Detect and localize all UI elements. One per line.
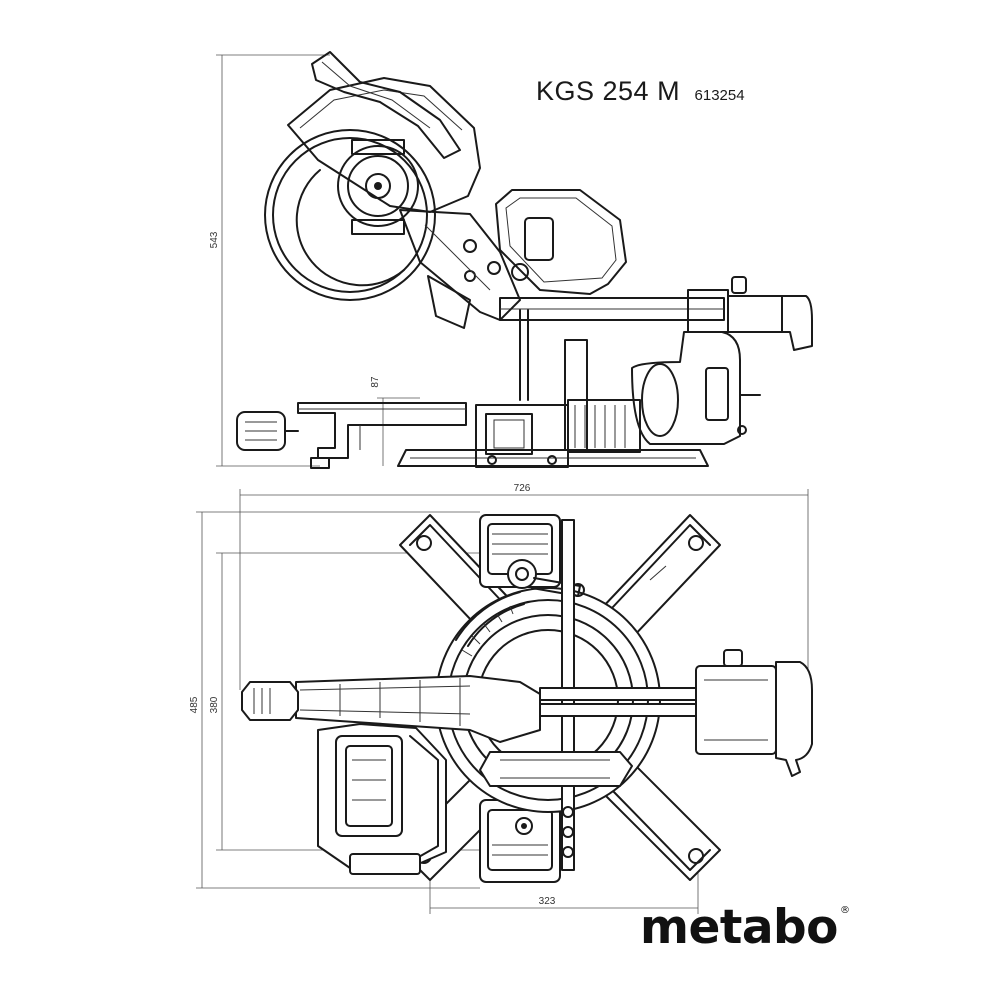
dim-table-height-label: 87 [370,376,381,388]
dim-base-width-label: 323 [539,896,556,907]
top-view [241,514,813,883]
title-block: KGS 254 M 613254 [536,76,745,107]
front-scale [574,405,626,448]
dim-depth-inner-label: 380 [209,696,220,713]
dim-height-label: 543 [209,231,220,248]
dimension-labels: 543 87 726 485 380 323 [189,231,556,907]
registered-mark: ® [839,905,850,916]
logo-text: metabo [640,900,838,955]
dim-depth-label: 485 [189,696,200,713]
metabo-logo: metabo® [640,900,850,955]
miter-scale [455,591,525,657]
side-view [236,51,813,469]
article-number: 613254 [694,87,745,104]
dim-width-label: 726 [514,483,531,494]
model-name: KGS 254 M [536,76,681,106]
